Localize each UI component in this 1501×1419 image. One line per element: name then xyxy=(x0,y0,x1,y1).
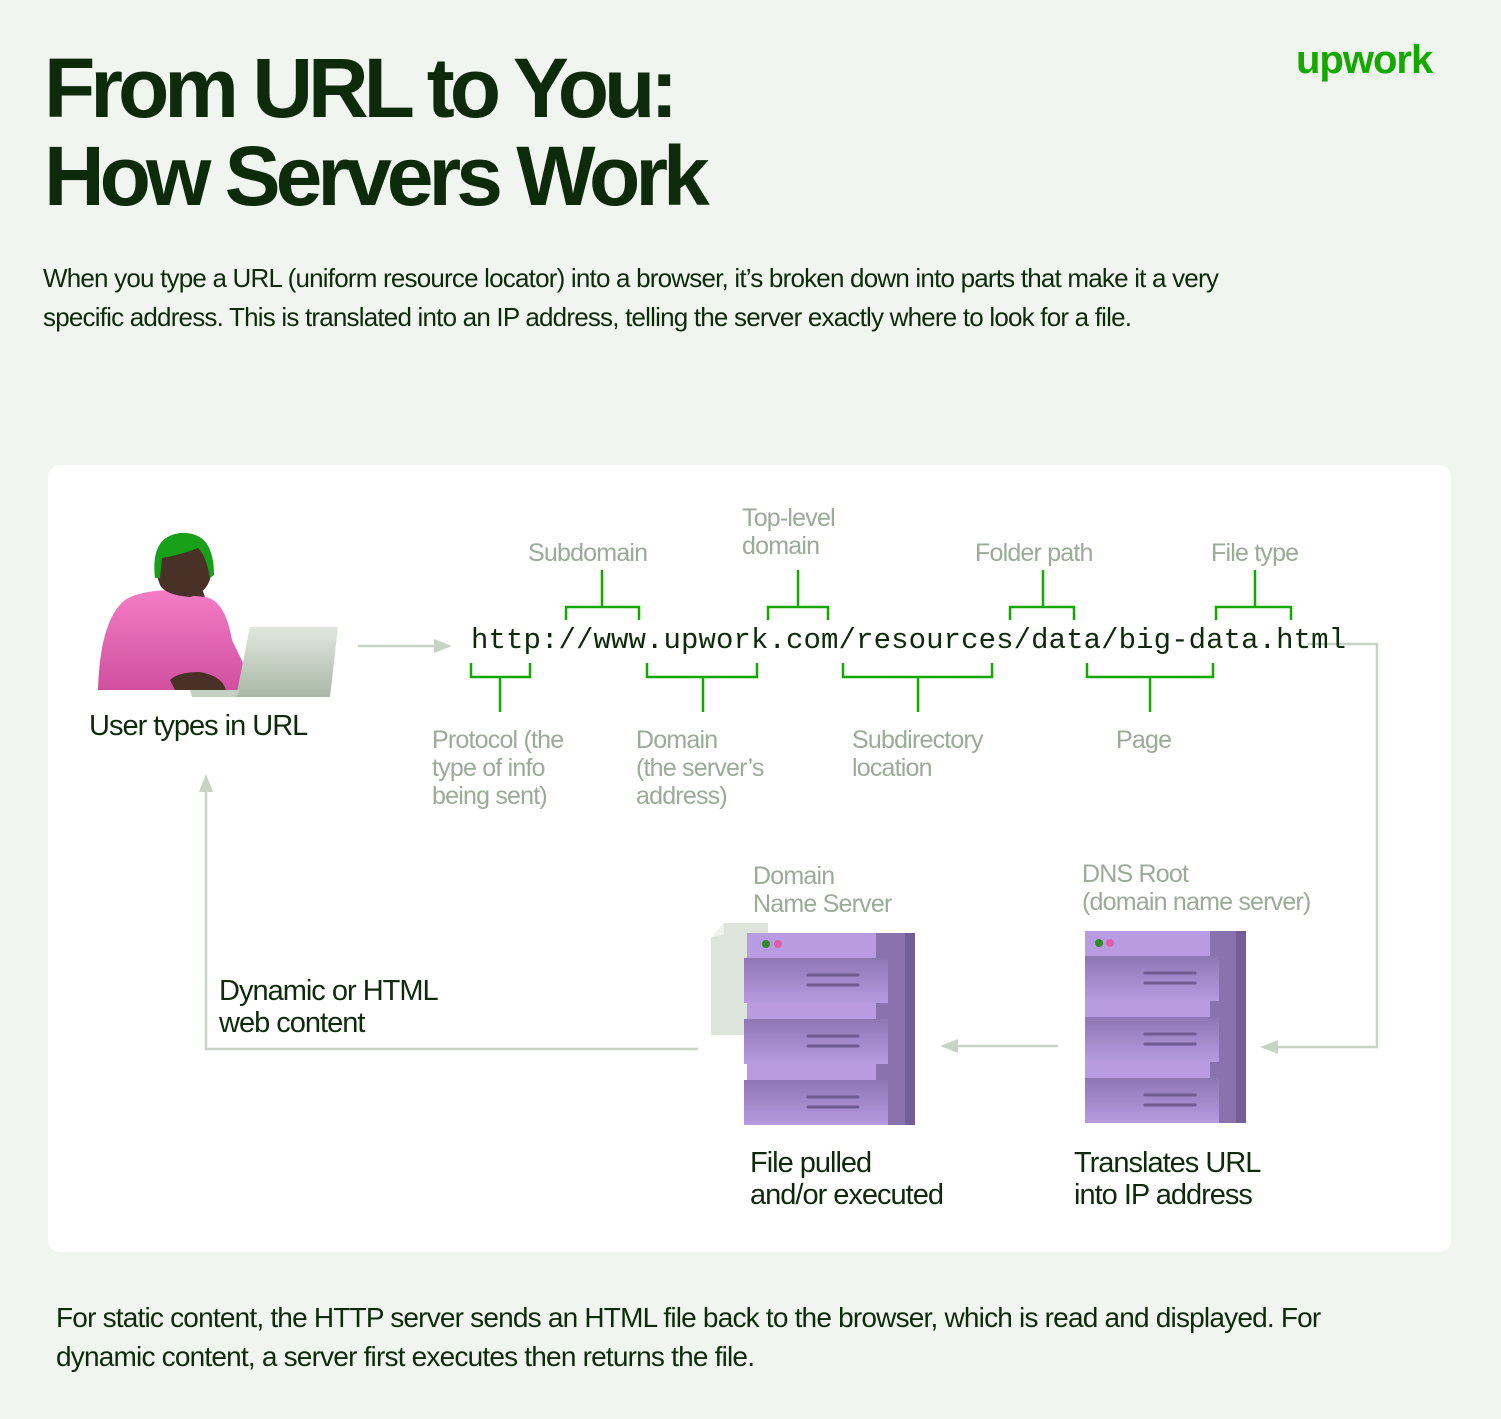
caption-file-pulled-line-2: and/or executed xyxy=(750,1179,944,1211)
arrow-root-to-server xyxy=(940,1039,1058,1053)
title-line-1: From URL to You: xyxy=(44,41,678,135)
page-title: From URL to You: How Servers Work xyxy=(44,41,710,223)
label-domain: Domain (the server’s address) xyxy=(636,726,764,810)
label-page: Page xyxy=(1116,726,1172,754)
arrow-url-to-dns-root xyxy=(1260,642,1379,1054)
laptop-icon xyxy=(236,627,338,697)
label-tld-line-2: domain xyxy=(742,532,820,560)
dns-server-name-line-2: Name Server xyxy=(753,890,892,918)
label-protocol-line-3: being sent) xyxy=(432,782,548,810)
arrow-user-to-url xyxy=(358,639,452,653)
footer-paragraph: For static content, the HTTP server send… xyxy=(56,1302,1321,1372)
caption-file-pulled-line-1: File pulled xyxy=(750,1147,872,1179)
bracket-tld xyxy=(766,570,830,620)
bracket-page xyxy=(1085,663,1215,712)
user-label: User types in URL xyxy=(89,710,308,742)
bracket-subdomain xyxy=(564,570,641,620)
label-return-content: Dynamic or HTML web content xyxy=(219,975,439,1039)
label-folder-path: Folder path xyxy=(975,539,1093,567)
title-line-2: How Servers Work xyxy=(44,129,710,223)
user-hair xyxy=(154,532,214,578)
label-subdirectory: Subdirectory location xyxy=(852,726,984,782)
caption-translates-line-2: into IP address xyxy=(1074,1179,1253,1211)
label-protocol-line-2: type of info xyxy=(432,754,546,782)
upwork-logo: upwork xyxy=(1296,38,1433,82)
bracket-subdirectory xyxy=(841,663,994,712)
label-domain-line-1: Domain xyxy=(636,726,718,754)
bracket-protocol xyxy=(469,663,532,712)
label-domain-line-2: (the server’s xyxy=(636,754,764,782)
dns-root-name-line-2: (domain name server) xyxy=(1082,888,1311,916)
dns-server-name-line-1: Domain xyxy=(753,862,835,890)
url-brackets xyxy=(469,570,1293,712)
intro-paragraph: When you type a URL (uniform resource lo… xyxy=(43,263,1219,332)
domain-name-server-icon xyxy=(711,923,915,1125)
label-subdomain: Subdomain xyxy=(528,539,648,567)
label-domain-name-server: Domain Name Server xyxy=(753,862,892,918)
label-file-type: File type xyxy=(1211,539,1299,567)
bracket-domain xyxy=(645,663,759,712)
caption-file-pulled: File pulled and/or executed xyxy=(750,1147,944,1211)
return-label-line-1: Dynamic or HTML xyxy=(219,975,439,1007)
bracket-folder-path xyxy=(1008,570,1076,620)
label-protocol: Protocol (the type of info being sent) xyxy=(432,726,564,810)
bracket-file-type xyxy=(1214,570,1293,620)
user-shirt xyxy=(98,590,244,690)
caption-translates-line-1: Translates URL xyxy=(1074,1147,1261,1179)
dns-root-server-icon xyxy=(1085,931,1246,1123)
label-tld-line-1: Top-level xyxy=(742,504,836,532)
label-domain-line-3: address) xyxy=(636,782,728,810)
arrow-server-to-user xyxy=(199,774,698,1051)
return-label-line-2: web content xyxy=(219,1007,365,1039)
label-subdirectory-line-2: location xyxy=(852,754,933,782)
label-dns-root: DNS Root (domain name server) xyxy=(1082,860,1311,916)
user-illustration xyxy=(98,532,338,697)
user-hand xyxy=(170,672,226,690)
dns-root-name-line-1: DNS Root xyxy=(1082,860,1189,888)
caption-translates-url: Translates URL into IP address xyxy=(1074,1147,1261,1211)
label-subdirectory-line-1: Subdirectory xyxy=(852,726,984,754)
label-top-level-domain: Top-level domain xyxy=(742,504,836,560)
example-url: http://www.upwork.com/resources/data/big… xyxy=(471,624,1347,657)
label-protocol-line-1: Protocol (the xyxy=(432,726,564,754)
